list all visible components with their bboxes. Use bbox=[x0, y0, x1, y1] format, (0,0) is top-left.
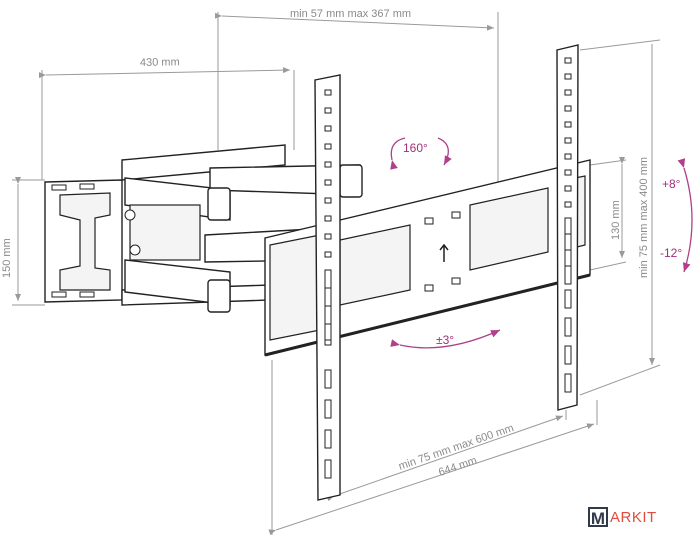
rail-slot bbox=[564, 249, 572, 269]
rail-slot bbox=[324, 459, 332, 479]
rail-slot bbox=[564, 265, 572, 285]
rail-slot bbox=[564, 217, 572, 237]
rail-slot bbox=[324, 369, 332, 389]
rail-slot bbox=[324, 251, 332, 258]
dimension-lines bbox=[12, 12, 661, 536]
tilt-down-label: -12° bbox=[660, 246, 682, 260]
rail-slot bbox=[324, 179, 332, 186]
rail-slot bbox=[324, 161, 332, 168]
rail-slot bbox=[564, 289, 572, 309]
wall-plate-height-label: 150 mm bbox=[1, 238, 13, 278]
rail-slot bbox=[324, 399, 332, 419]
rail-slot bbox=[564, 373, 572, 393]
rail-slot bbox=[324, 197, 332, 204]
rail-slot bbox=[564, 185, 572, 192]
rail-slot bbox=[324, 269, 332, 289]
markit-logo: M ARKIT bbox=[588, 507, 657, 528]
vertical-rails bbox=[314, 44, 579, 501]
rail-slot bbox=[564, 105, 572, 112]
rail-slot bbox=[324, 323, 332, 343]
rail-slot bbox=[324, 339, 332, 346]
rail-slot bbox=[564, 169, 572, 176]
rail-slot bbox=[324, 233, 332, 240]
rail-slot bbox=[324, 215, 332, 222]
rail-slot bbox=[324, 89, 332, 96]
logo-initial: M bbox=[588, 507, 608, 528]
wall-plate bbox=[44, 179, 123, 303]
bar-height-label: 130 mm bbox=[610, 200, 622, 240]
rail-slot bbox=[564, 317, 572, 337]
rail-slot bbox=[324, 305, 332, 325]
rail-slot bbox=[564, 201, 572, 208]
rail-slot bbox=[324, 125, 332, 132]
rail-slot bbox=[564, 89, 572, 96]
tilt-up-label: +8° bbox=[662, 177, 681, 191]
rail-slot bbox=[564, 137, 572, 144]
rail-slot bbox=[324, 143, 332, 150]
angle-indicators bbox=[390, 137, 693, 349]
rail-slot bbox=[324, 287, 332, 307]
rotation-angle-label: ±3° bbox=[436, 333, 454, 347]
arm-extension-label: min 57 mm max 367 mm bbox=[290, 8, 411, 20]
rail-slot bbox=[324, 107, 332, 114]
swivel-angle-label: 160° bbox=[403, 141, 428, 155]
rail-slot bbox=[564, 73, 572, 80]
rail-slot bbox=[564, 121, 572, 128]
vesa-vertical-label: min 75 mm max 400 mm bbox=[638, 157, 650, 278]
rail-slot bbox=[564, 345, 572, 365]
rail-slot bbox=[564, 57, 572, 64]
rail-slot bbox=[324, 429, 332, 449]
rail-slot bbox=[564, 233, 572, 253]
wall-plate-width-label: 430 mm bbox=[140, 56, 180, 69]
logo-rest: ARKIT bbox=[610, 508, 657, 526]
rail-slot bbox=[564, 153, 572, 160]
